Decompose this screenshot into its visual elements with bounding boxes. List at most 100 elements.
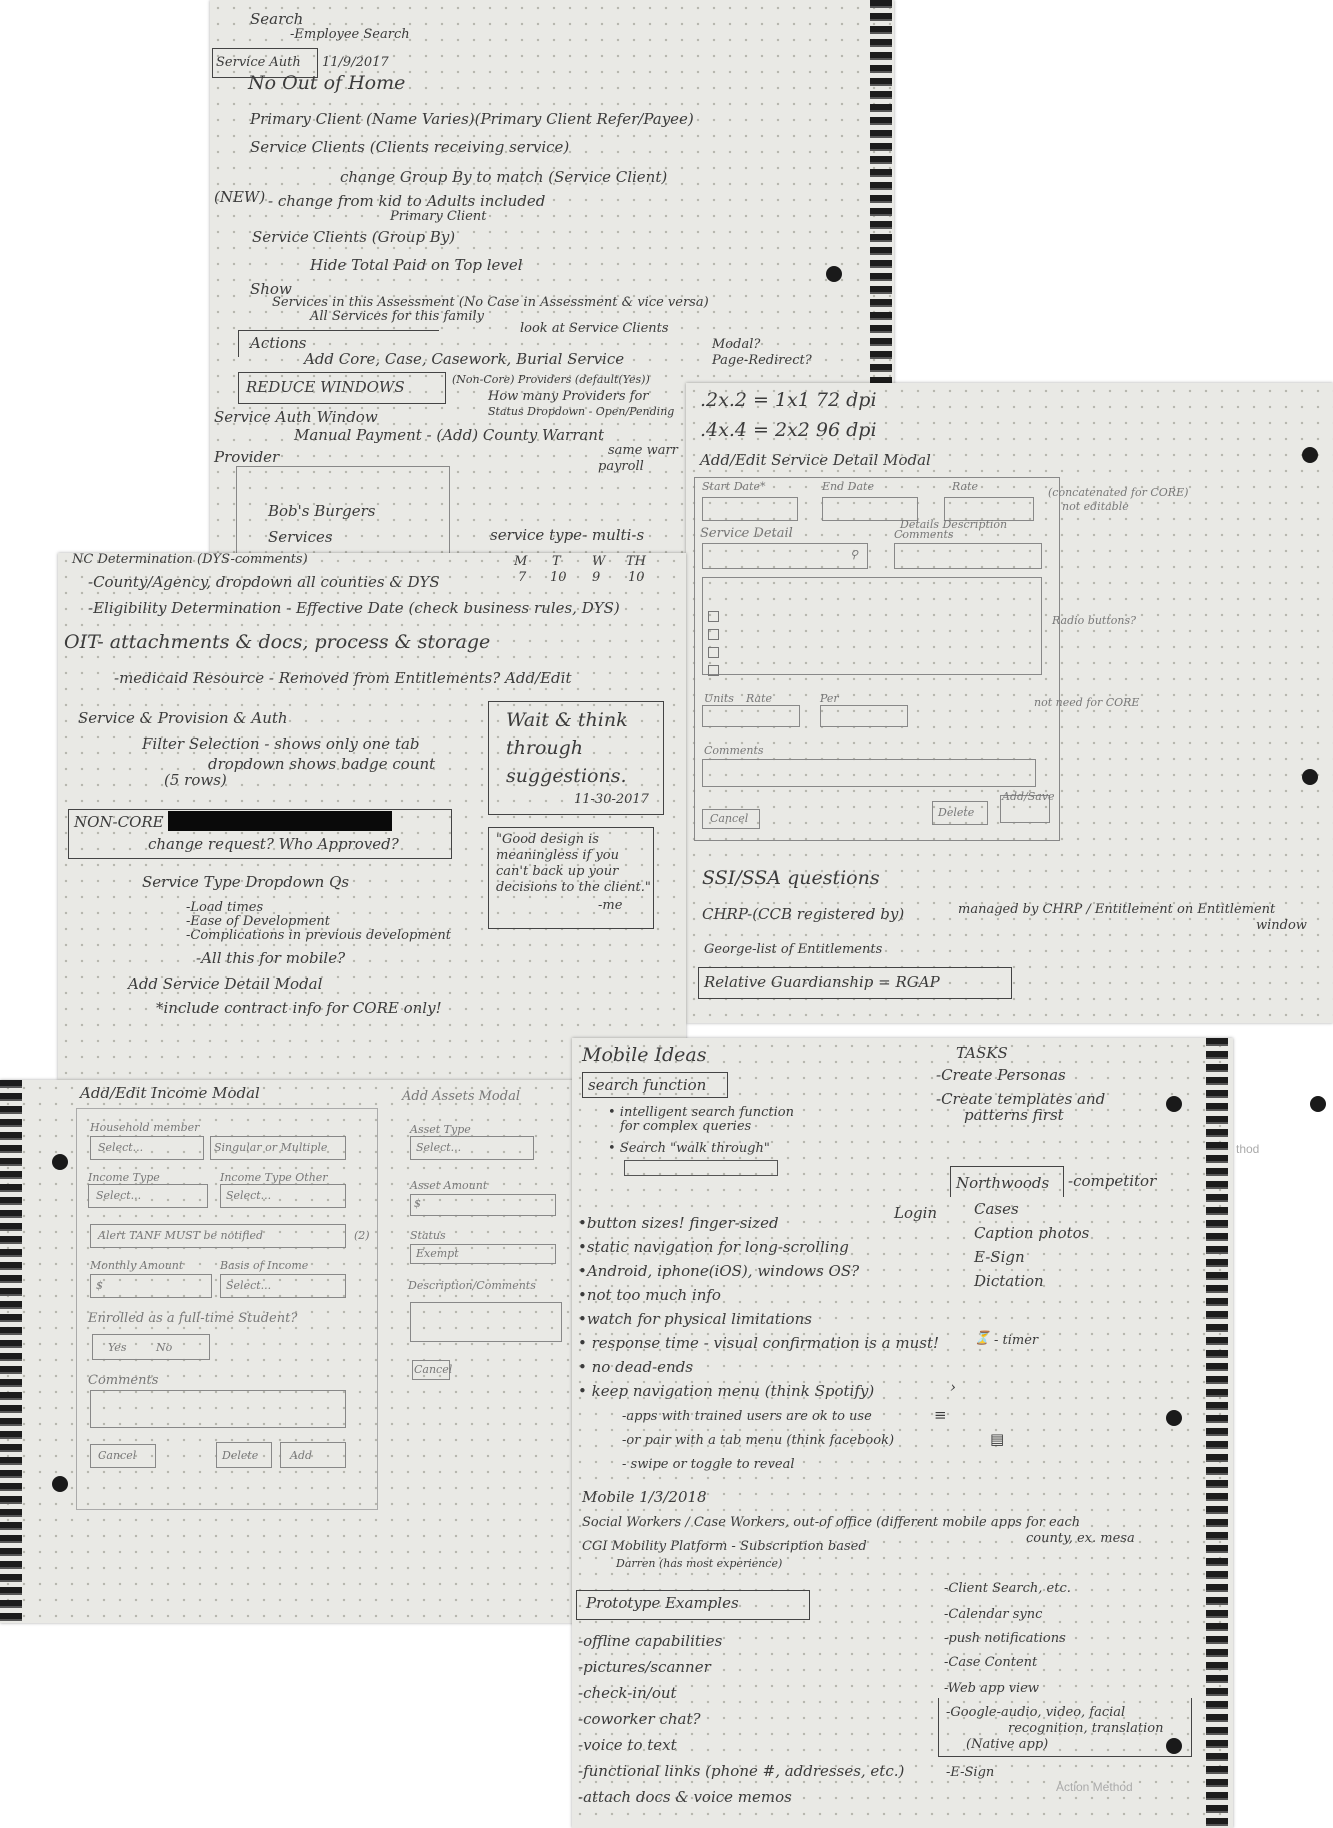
note-line: $ bbox=[414, 1197, 421, 1210]
service-auth-box bbox=[212, 48, 318, 78]
note-line: Manual Payment - (Add) County Warrant bbox=[294, 426, 604, 444]
note-line: service type- multi-s bbox=[490, 526, 645, 544]
note-line: No Out of Home bbox=[248, 72, 406, 94]
note-line: Page-Redirect? bbox=[712, 353, 812, 368]
note-line: suggestions. bbox=[506, 765, 627, 787]
basis-select-sketch bbox=[220, 1274, 346, 1298]
note-line: W bbox=[592, 554, 606, 569]
note-line: Service Detail bbox=[700, 526, 793, 541]
note-line: •Android, iphone(iOS), windows OS? bbox=[578, 1262, 860, 1280]
income-delete-button-sketch bbox=[216, 1442, 272, 1468]
action-method-watermark-partial: thod bbox=[1236, 1142, 1260, 1156]
note-line: Delete bbox=[938, 806, 975, 819]
note-line: •watch for physical limitations bbox=[578, 1310, 812, 1328]
add-save-button-sketch bbox=[1000, 795, 1050, 823]
binder-hole bbox=[1166, 1738, 1182, 1754]
note-line: Income Type Other bbox=[220, 1171, 328, 1184]
binder-hole bbox=[1166, 1096, 1182, 1112]
note-line: Rate bbox=[952, 480, 979, 493]
note-line: Status bbox=[410, 1229, 446, 1242]
note-line: - timer bbox=[994, 1333, 1039, 1348]
note-line: Singular or Multiple bbox=[214, 1141, 328, 1154]
tanf-alert-sketch bbox=[90, 1224, 346, 1248]
note-line: Rate bbox=[746, 692, 773, 705]
note-line: -voice to text bbox=[578, 1736, 677, 1754]
income-cancel-button-sketch bbox=[90, 1444, 156, 1468]
delete-button-sketch bbox=[932, 801, 988, 825]
note-line: (5 rows) bbox=[164, 771, 227, 789]
note-line: Select... bbox=[98, 1141, 144, 1154]
note-line: Service Auth Window bbox=[214, 408, 378, 426]
binder-hole bbox=[826, 266, 842, 282]
income-comments-field-sketch bbox=[90, 1390, 346, 1428]
non-core-box bbox=[68, 809, 452, 859]
note-line: -medicaid Resource - Removed from Entitl… bbox=[114, 669, 572, 687]
note-line: Prototype Examples bbox=[586, 1594, 739, 1612]
note-line: -Client Search, etc. bbox=[944, 1581, 1071, 1596]
note-line: $ bbox=[96, 1279, 103, 1292]
note-line: Relative Guardianship = RGAP bbox=[704, 973, 940, 991]
end-date-field-sketch bbox=[822, 497, 918, 521]
note-line: -All this for mobile? bbox=[196, 949, 346, 967]
note-line: Select... bbox=[226, 1279, 272, 1292]
note-line: not need for CORE bbox=[1034, 696, 1140, 709]
note-line: •button sizes! finger-sized bbox=[578, 1214, 779, 1232]
details-field-sketch bbox=[894, 543, 1042, 569]
checkbox-icon bbox=[708, 665, 719, 676]
note-line: -Load times bbox=[186, 900, 264, 915]
note-line: Add/Edit Income Modal bbox=[80, 1084, 260, 1102]
note-line: -E-Sign bbox=[946, 1765, 995, 1780]
note-line: 10 bbox=[550, 570, 567, 585]
note-line: (concatenated for CORE) bbox=[1048, 486, 1189, 499]
note-line: Radio buttons? bbox=[1052, 614, 1136, 627]
walkthrough-steps-sketch bbox=[624, 1160, 778, 1176]
action-method-watermark: Action Method bbox=[1056, 1780, 1133, 1794]
notebook-page-service-detail: .2x.2 = 1x1 72 dpi .4x.4 = 2x2 96 dpi Ad… bbox=[686, 383, 1333, 1023]
notebook-spiral bbox=[1206, 1038, 1228, 1828]
note-line: look at Service Clients bbox=[520, 321, 669, 336]
note-line: Basis of Income bbox=[220, 1259, 309, 1272]
note-line: Select... bbox=[226, 1189, 272, 1202]
timer-icon: ⏳ bbox=[974, 1331, 991, 1346]
start-date-field-sketch bbox=[702, 497, 798, 521]
note-line: Service Type Dropdown Qs bbox=[142, 873, 350, 891]
asset-cancel-button-sketch bbox=[412, 1360, 450, 1380]
redacted-bar bbox=[168, 811, 392, 831]
note-line: -Calendar sync bbox=[944, 1607, 1043, 1622]
note-line: county, ex. mesa bbox=[1026, 1531, 1135, 1546]
asset-amount-field-sketch bbox=[410, 1194, 556, 1216]
native-app-bracket bbox=[938, 1698, 1192, 1757]
note-line: -push notifications bbox=[944, 1631, 1066, 1646]
note-line: End Date bbox=[822, 480, 874, 493]
note-line: "Good design is bbox=[496, 832, 599, 847]
note-line: Cancel bbox=[414, 1363, 453, 1376]
note-date: 11-30-2017 bbox=[574, 792, 649, 807]
note-line: Comments bbox=[704, 744, 764, 757]
hamburger-menu-icon: ≡ bbox=[934, 1406, 947, 1424]
note-line: *include contract info for CORE only! bbox=[156, 999, 442, 1017]
note-line: -attach docs & voice memos bbox=[578, 1788, 792, 1806]
asset-description-field-sketch bbox=[410, 1302, 562, 1342]
note-line: -check-in/out bbox=[578, 1684, 677, 1702]
note-line: window bbox=[1256, 918, 1307, 933]
checkbox-icon bbox=[708, 611, 719, 622]
note-line: -Ease of Development bbox=[186, 914, 330, 929]
note-line: Yes bbox=[108, 1341, 127, 1354]
note-line: How many Providers for bbox=[488, 389, 649, 404]
note-line: Primary Client bbox=[390, 209, 487, 224]
note-line: Caption photos bbox=[974, 1224, 1090, 1242]
reduce-windows-box bbox=[238, 372, 446, 404]
note-date: 11/9/2017 bbox=[322, 55, 389, 70]
note-line: Provider bbox=[214, 448, 280, 466]
note-line: Service Clients (Clients receiving servi… bbox=[250, 138, 570, 156]
note-line: Income Type bbox=[88, 1171, 160, 1184]
note-line: Search bbox=[250, 10, 304, 28]
note-line: Mobile Ideas bbox=[582, 1044, 707, 1066]
note-line: OIT- attachments & docs, process & stora… bbox=[64, 631, 491, 653]
note-line: Comments bbox=[894, 528, 954, 541]
note-line: • Search "walk through" bbox=[608, 1141, 770, 1156]
note-line: change Group By to match (Service Client… bbox=[340, 168, 668, 186]
binder-hole bbox=[52, 1476, 68, 1492]
binder-hole bbox=[52, 1154, 68, 1170]
note-line: NC Determination (DYS-comments) bbox=[72, 553, 308, 567]
